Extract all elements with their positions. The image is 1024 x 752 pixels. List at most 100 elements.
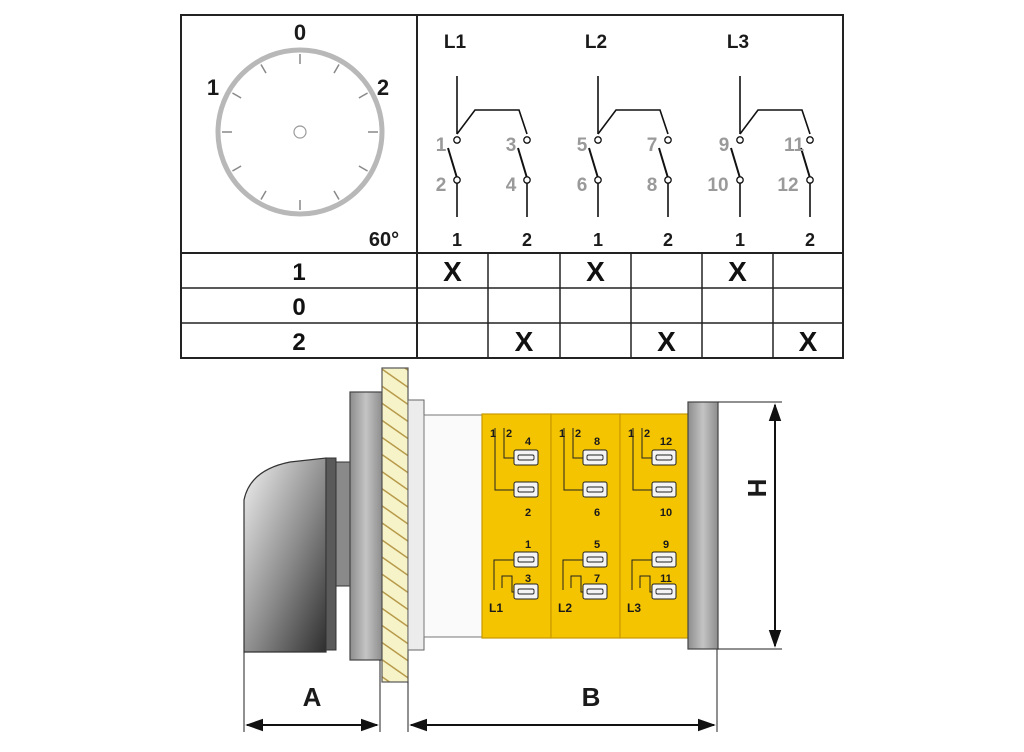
- module-phase-label: L3: [627, 601, 641, 615]
- contact-terminal: [594, 136, 602, 144]
- contact-terminal: [806, 136, 814, 144]
- module-wire: [631, 559, 652, 590]
- contact-terminal: [664, 136, 672, 144]
- knob-shaft: [335, 461, 351, 587]
- dimension-h-label: H: [742, 479, 772, 498]
- column-number: 2: [522, 230, 532, 250]
- row-label: 1: [292, 259, 305, 286]
- contact-blade: [447, 147, 458, 179]
- module-label: 6: [594, 507, 600, 519]
- screw-terminal: [513, 449, 539, 466]
- contact-number-top: 5: [577, 135, 588, 156]
- screw-slot: [586, 588, 604, 595]
- column-number: 1: [593, 230, 603, 250]
- dimension-lines: A B H: [243, 401, 782, 732]
- dial-tick: [333, 190, 340, 200]
- position-mark: X: [443, 256, 462, 287]
- position-mark: X: [799, 326, 818, 357]
- module-wire: [493, 559, 514, 590]
- module-wire: [641, 428, 652, 459]
- knob-shape: [243, 457, 327, 653]
- bridge-line: [739, 109, 811, 135]
- end-plate: [687, 401, 719, 650]
- contact-number-bottom: 4: [506, 175, 517, 196]
- contact-blade: [730, 147, 741, 179]
- position-mark: X: [515, 326, 534, 357]
- gasket: [407, 399, 425, 651]
- screw-terminal: [651, 583, 677, 600]
- screw-terminal: [582, 551, 608, 568]
- module-label: 8: [594, 436, 600, 448]
- contact-number-top: 3: [506, 135, 517, 156]
- dial-tick: [260, 190, 267, 200]
- screw-terminal: [582, 583, 608, 600]
- screw-terminal: [651, 449, 677, 466]
- screw-slot: [655, 588, 673, 595]
- screw-slot: [655, 556, 673, 563]
- phase-label: L3: [727, 32, 749, 53]
- contact-terminal: [453, 136, 461, 144]
- module-wire: [494, 428, 514, 491]
- contact-number-top: 11: [784, 135, 805, 156]
- contact-blade: [517, 147, 528, 179]
- phase-label: L1: [444, 32, 467, 53]
- dial-tick: [358, 165, 368, 172]
- screw-slot: [586, 556, 604, 563]
- contact-number-top: 7: [647, 135, 658, 156]
- screw-terminal: [582, 481, 608, 498]
- module-label: 4: [525, 436, 532, 448]
- dial-tick: [232, 92, 242, 99]
- screw-slot: [517, 454, 535, 461]
- module-phase-label: L1: [489, 601, 503, 615]
- screw-slot: [586, 486, 604, 493]
- module-label: 2: [644, 428, 650, 440]
- contact-terminal: [453, 176, 461, 184]
- column-number: 2: [805, 230, 815, 250]
- module-label: 10: [660, 507, 672, 519]
- module-label: 7: [594, 573, 600, 585]
- screw-slot: [517, 486, 535, 493]
- bridge-line: [456, 109, 528, 135]
- dial-label-2: 2: [377, 75, 389, 100]
- position-mark: X: [586, 256, 605, 287]
- contact-terminal: [523, 176, 531, 184]
- contact-terminal: [594, 176, 602, 184]
- row-label: 2: [292, 329, 305, 356]
- column-number: 1: [452, 230, 462, 250]
- module-wire: [563, 428, 583, 491]
- dimension-a-label: A: [303, 682, 322, 712]
- contact-blade: [658, 147, 669, 179]
- module-wire: [562, 559, 583, 590]
- mounting-panel: [381, 367, 409, 683]
- bridge-line: [597, 109, 669, 135]
- dial-tick: [333, 64, 340, 74]
- dial-ring: [215, 47, 385, 217]
- column-number: 1: [735, 230, 745, 250]
- contact-number-bottom: 6: [577, 175, 588, 196]
- position-mark: X: [657, 326, 676, 357]
- module-label: 2: [525, 507, 531, 519]
- module-wire: [632, 428, 652, 491]
- screw-terminal: [513, 551, 539, 568]
- module-label: 2: [506, 428, 512, 440]
- dimension-b-label: B: [582, 682, 601, 712]
- module-label: 9: [663, 539, 669, 551]
- dial-tick: [358, 92, 368, 99]
- contact-blade: [800, 147, 811, 179]
- dial-label-1: 1: [207, 75, 219, 100]
- angle-label: 60°: [369, 229, 399, 251]
- module-wire: [572, 428, 583, 459]
- contact-terminal: [736, 176, 744, 184]
- knob-collar: [325, 457, 337, 651]
- position-mark: X: [728, 256, 747, 287]
- contact-blade: [588, 147, 599, 179]
- contact-terminal: [806, 176, 814, 184]
- phase-label: L2: [585, 32, 607, 53]
